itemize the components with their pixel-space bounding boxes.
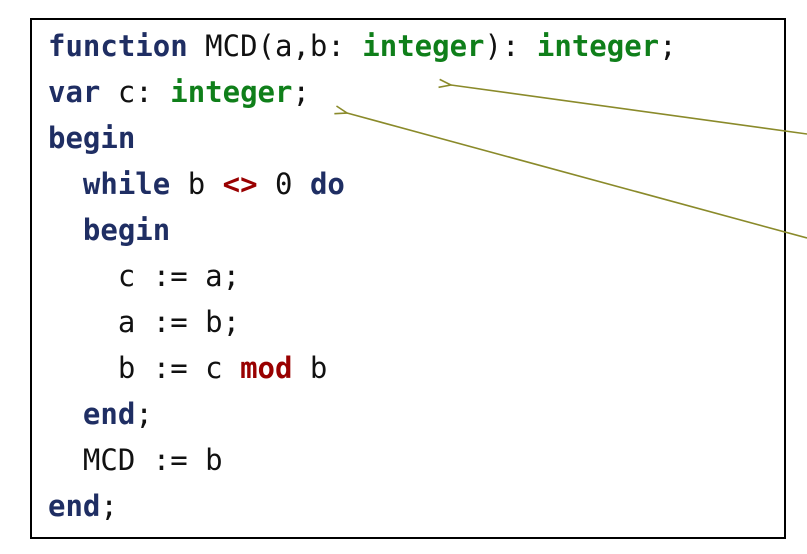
- code-token: MCD := b: [82, 443, 223, 477]
- keyword-token: end: [48, 489, 101, 523]
- keyword-token: begin: [82, 213, 171, 247]
- code-token: a := b;: [117, 305, 241, 339]
- code-token: c:: [100, 75, 171, 109]
- code-line: var c: integer;: [48, 69, 310, 115]
- code-line: a := b;: [48, 299, 240, 345]
- operator-token: mod: [240, 351, 293, 385]
- type-token: integer: [536, 29, 660, 63]
- code-token: ;: [100, 489, 118, 523]
- annotation-arrow-params: [451, 85, 807, 135]
- code-token: ;: [292, 75, 310, 109]
- code-token: ;: [135, 397, 153, 431]
- keyword-token: begin: [48, 121, 136, 155]
- keyword-token: var: [48, 75, 101, 109]
- code-line: end;: [48, 391, 153, 437]
- code-block: function MCD(a,b: integer): integer;var …: [30, 18, 786, 539]
- code-token: ;: [659, 29, 677, 63]
- code-line: function MCD(a,b: integer): integer;: [48, 23, 677, 69]
- code-line: b := c mod b: [48, 345, 328, 391]
- keyword-token: while: [82, 167, 171, 201]
- code-line: begin: [48, 207, 170, 253]
- annotation-arrow-local-var: [347, 113, 807, 239]
- code-line: MCD := b: [48, 437, 223, 483]
- code-token: b: [292, 351, 328, 385]
- type-token: integer: [170, 75, 293, 109]
- code-token: MCD(a,b:: [187, 29, 363, 63]
- code-line: begin: [48, 115, 135, 161]
- code-token: c := a;: [117, 259, 241, 293]
- code-token: b: [170, 167, 223, 201]
- keyword-token: do: [309, 167, 345, 201]
- type-token: integer: [362, 29, 485, 63]
- keyword-token: end: [82, 397, 136, 431]
- code-token: 0: [257, 167, 310, 201]
- code-line: c := a;: [48, 253, 240, 299]
- code-token: ):: [484, 29, 537, 63]
- keyword-token: function: [48, 29, 188, 63]
- code-line: end;: [48, 483, 118, 529]
- operator-token: <>: [222, 167, 258, 201]
- code-line: while b <> 0 do: [48, 161, 345, 207]
- code-token: b := c: [117, 351, 241, 385]
